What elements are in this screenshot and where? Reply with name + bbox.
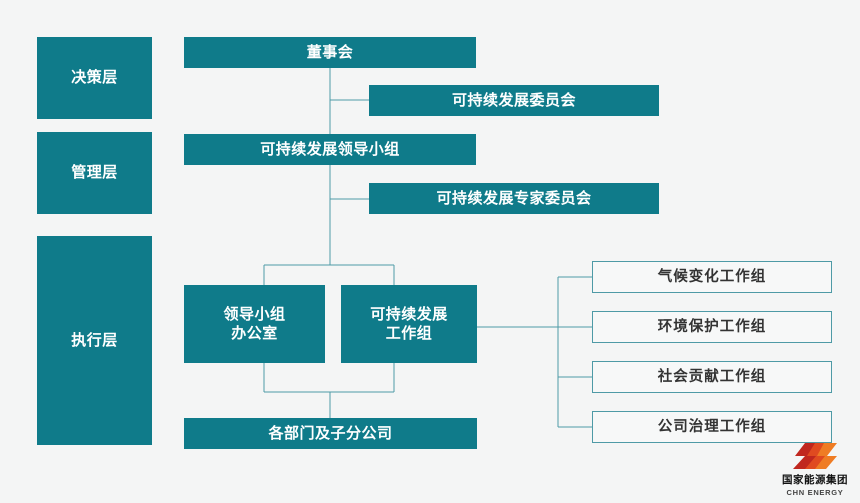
node-working-group-social[interactable]: 社会贡献工作组	[592, 361, 832, 393]
logo-name-en: CHN ENERGY	[786, 488, 844, 497]
node-working-group-governance[interactable]: 公司治理工作组	[592, 411, 832, 443]
node-expert-committee[interactable]: 可持续发展专家委员会	[369, 183, 659, 214]
node-sustainability-working-group[interactable]: 可持续发展 工作组	[341, 285, 477, 363]
node-working-group-environment[interactable]: 环境保护工作组	[592, 311, 832, 343]
layer-label-execution: 执行层	[37, 236, 152, 445]
company-logo: 国家能源集团 CHN ENERGY	[776, 441, 854, 497]
logo-name-cn: 国家能源集团	[782, 474, 848, 486]
chn-energy-logo-icon	[793, 443, 837, 469]
node-sustainability-committee[interactable]: 可持续发展委员会	[369, 85, 659, 116]
layer-label-decision: 决策层	[37, 37, 152, 119]
node-board[interactable]: 董事会	[184, 37, 476, 68]
layer-label-management: 管理层	[37, 132, 152, 214]
node-departments-subsidiaries[interactable]: 各部门及子分公司	[184, 418, 477, 449]
node-leading-group-office[interactable]: 领导小组 办公室	[184, 285, 325, 363]
node-working-group-climate[interactable]: 气候变化工作组	[592, 261, 832, 293]
node-leading-group[interactable]: 可持续发展领导小组	[184, 134, 476, 165]
